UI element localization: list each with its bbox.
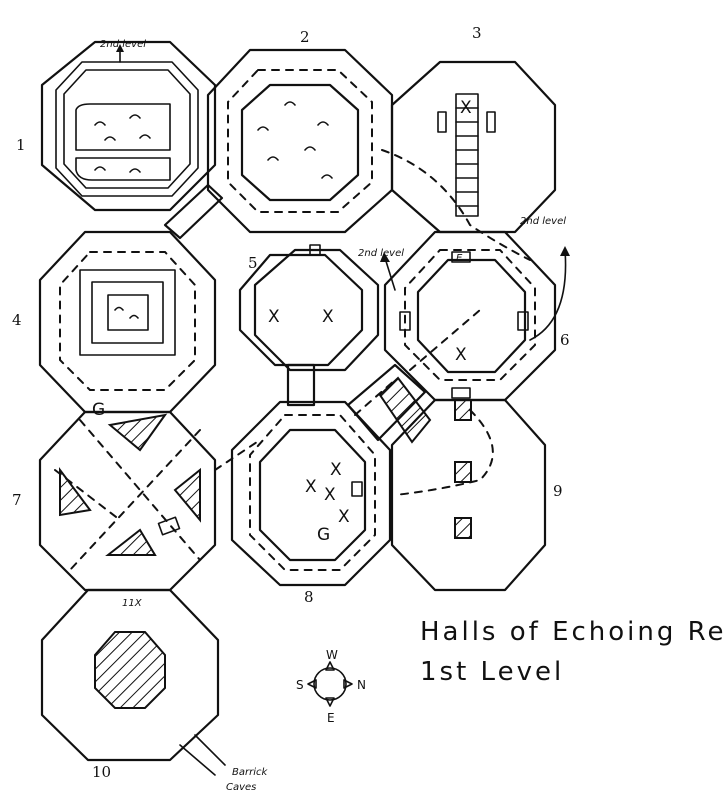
room-3-label: 3	[472, 24, 482, 42]
room-5-x-marker-2: X	[322, 307, 334, 327]
room-1-second-level-note: 2nd level	[100, 39, 146, 50]
room-7: G 7 11X	[12, 400, 217, 609]
room-1-label: 1	[16, 136, 26, 154]
room-9-label: 9	[553, 482, 563, 500]
room-3-x-marker: X	[460, 98, 472, 118]
exit-caves-label: Caves	[226, 782, 256, 793]
room-10: 10 Barrick Caves	[40, 588, 268, 793]
room-1: 1 2nd level	[16, 39, 217, 212]
room-3-second-level-note: 2nd level	[520, 216, 566, 227]
room-6-x-marker: X	[455, 345, 467, 365]
room-5-x-marker-1: X	[268, 307, 280, 327]
compass-south: S	[296, 678, 304, 692]
room-2-label: 2	[300, 28, 310, 46]
room-6: E X 6 2nd level	[358, 230, 570, 402]
map-title-line-2: 1st Level	[420, 657, 564, 687]
room-4: 4	[12, 230, 217, 414]
room-8-x-marker-2: X	[330, 460, 342, 480]
room-5: X X 5	[238, 244, 380, 407]
room-7-g-marker: G	[92, 400, 105, 420]
exit-barrick-label: Barrick	[232, 767, 268, 778]
room-4-label: 4	[12, 311, 22, 329]
compass-north: N	[357, 678, 366, 692]
compass-east: E	[327, 711, 335, 725]
map-title-line-1: Halls of Echoing Repose,	[420, 617, 723, 647]
room-11-marker: 11X	[122, 598, 143, 609]
room-8-x-marker-3: X	[324, 485, 336, 505]
room-8-x-marker-1: X	[305, 477, 317, 497]
room-8-g-marker: G	[317, 525, 330, 545]
compass-rose: W E S N	[296, 648, 366, 725]
room-9: 9	[390, 398, 563, 592]
room-8-label: 8	[304, 588, 314, 606]
room-7-label: 7	[12, 491, 22, 509]
room-6-label: 6	[560, 331, 570, 349]
room-10-label: 10	[92, 763, 111, 781]
room-8: X X X X G 8	[214, 400, 392, 606]
room-8-x-marker-4: X	[338, 507, 350, 527]
room-6-second-level-note: 2nd level	[358, 248, 404, 259]
room-3: X 3 2nd level	[381, 24, 566, 261]
corridor-1-4	[163, 183, 224, 240]
room-6-e-marker: E	[456, 253, 463, 264]
corridor-6-8	[346, 363, 432, 444]
compass-west: W	[326, 648, 338, 662]
room-2: 2	[206, 28, 394, 234]
room-5-label: 5	[248, 254, 258, 272]
